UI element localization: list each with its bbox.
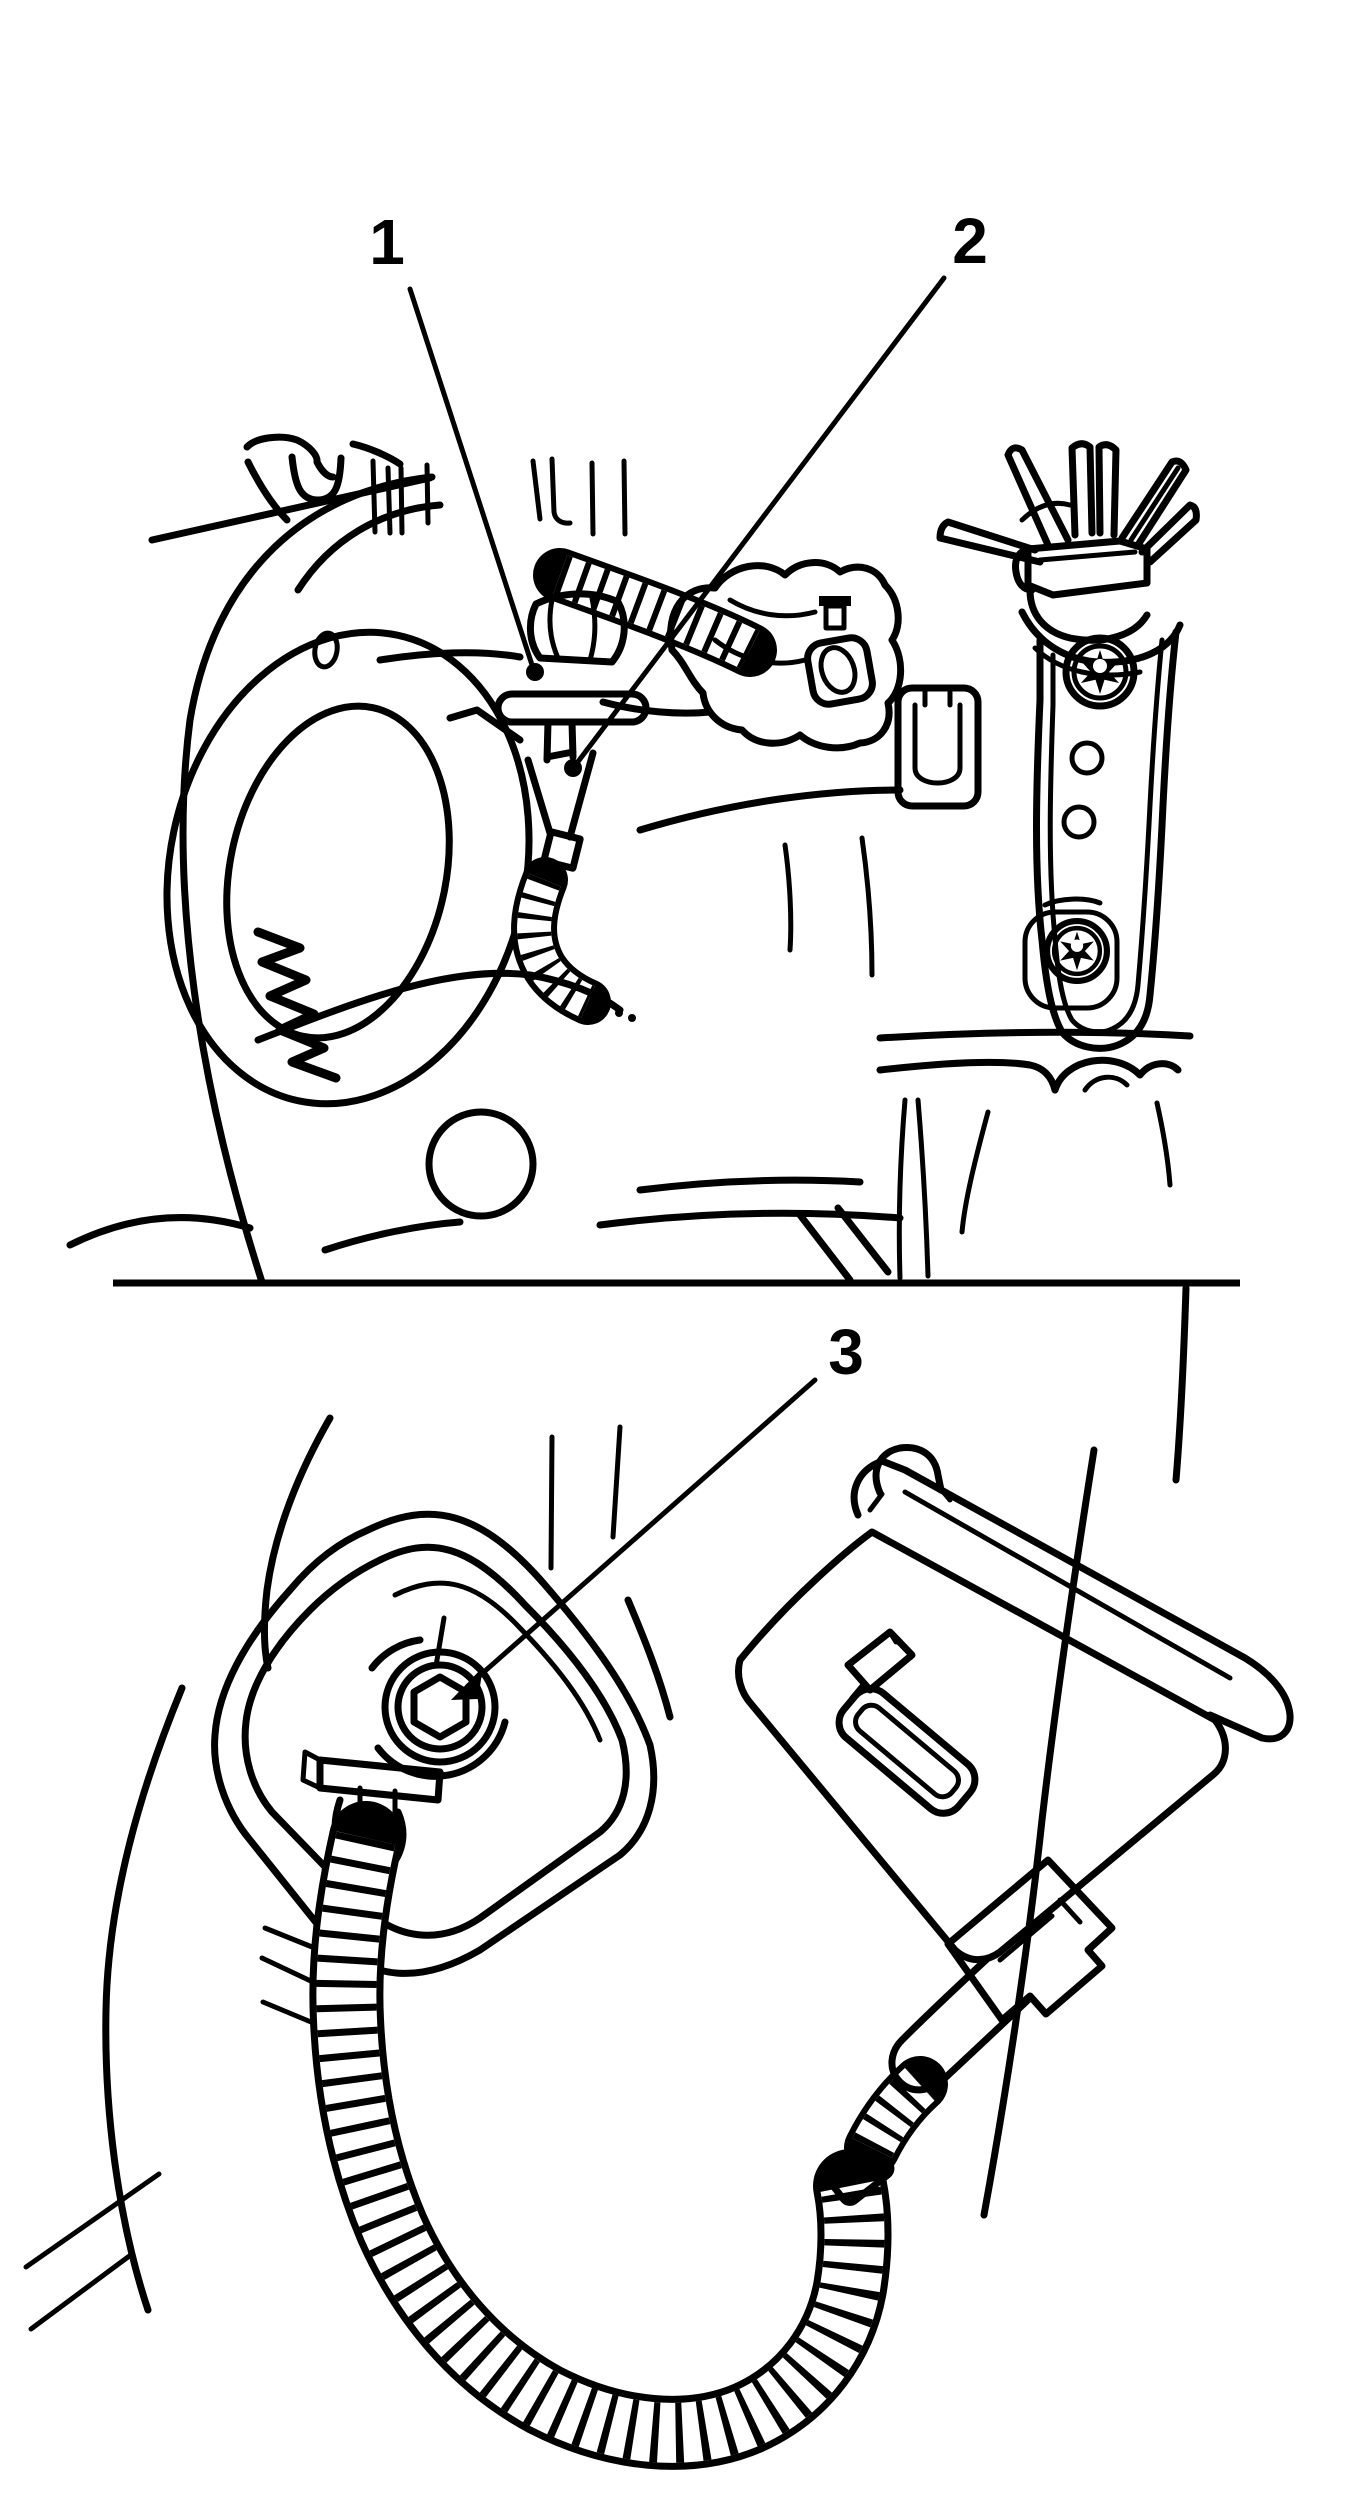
stud-nut	[368, 1636, 509, 1780]
bracket-hole-lower	[1061, 804, 1097, 840]
torx-screw-bottom	[1044, 918, 1110, 984]
torx-screw-top	[1062, 634, 1138, 710]
body-contour-lines	[23, 1284, 1190, 2332]
callout-2: 2	[564, 205, 988, 777]
callout-3: 3	[451, 1316, 864, 1700]
callout-1-label: 1	[369, 206, 405, 278]
engine-bottom	[321, 1028, 1194, 1284]
block-boss	[425, 1108, 537, 1220]
leader-line-1	[407, 286, 536, 671]
connector-shroud	[735, 1443, 1294, 1964]
leader-dot-1	[526, 663, 544, 681]
corrugated-hose	[533, 548, 777, 677]
connector-boot	[888, 1856, 1116, 2094]
belt-teeth	[253, 927, 341, 1083]
callout-2-label: 2	[952, 205, 988, 277]
leader-line-2	[574, 275, 947, 766]
timing-cover-ring	[66, 473, 533, 1286]
engine-top-edge	[148, 433, 628, 544]
leader-line-3	[465, 1377, 818, 1689]
leader-dot-2	[564, 759, 582, 777]
harness-conduit	[309, 1801, 948, 2470]
sensor	[254, 590, 714, 1044]
callout-3-label: 3	[828, 1316, 864, 1388]
bracket-hole-upper	[1069, 740, 1105, 776]
callout-1: 1	[369, 206, 544, 681]
fan-and-clamp	[936, 440, 1200, 678]
screw-eyebrow	[1042, 896, 1103, 908]
upper-diagram: 1 2	[66, 205, 1200, 1286]
mount-bracket	[1022, 628, 1180, 1052]
lower-diagram: 3	[23, 1284, 1294, 2470]
leader-arrow-3	[451, 1667, 483, 1700]
mounting-plate	[211, 1510, 658, 1977]
center-casting	[636, 559, 982, 978]
